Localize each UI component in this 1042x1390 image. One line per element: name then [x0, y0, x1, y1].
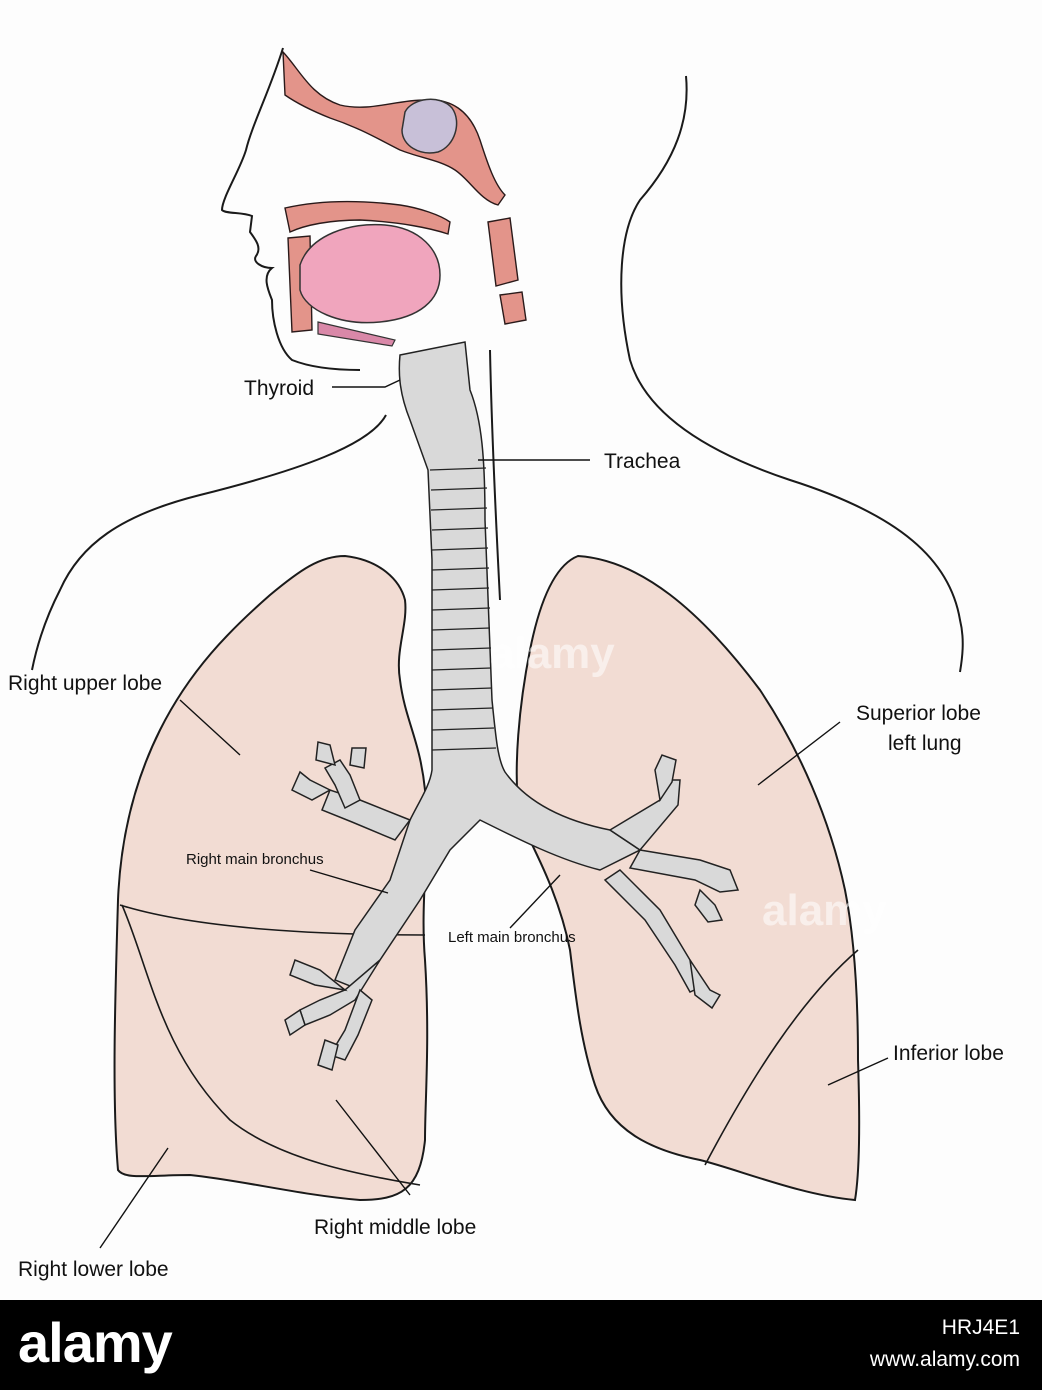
label-inferior-lobe: Inferior lobe [893, 1042, 1004, 1065]
footer-bar: alamy HRJ4E1 www.alamy.com [0, 1300, 1042, 1390]
right-middle-lobe-leader [335, 1099, 411, 1196]
right-upper-lobe-leader [179, 699, 241, 756]
watermarks: alamy alamy [490, 629, 887, 935]
site-url: www.alamy.com [869, 1348, 1020, 1371]
brand-logo: alamy [18, 1311, 173, 1374]
label-left-main-bronchus: Left main bronchus [448, 929, 576, 946]
thyroid-leader [332, 379, 401, 388]
leader-lines [99, 379, 889, 1249]
label-thyroid: Thyroid [244, 377, 314, 400]
label-right-lower-lobe: Right lower lobe [18, 1258, 169, 1281]
superior-lobe-leader [757, 721, 841, 786]
trachea-shape [334, 341, 642, 991]
tracheal-rings [429, 467, 497, 751]
label-right-main-bronchus: Right main bronchus [186, 851, 324, 868]
left-bronchial-tree [603, 754, 740, 1010]
right-lower-lobe-leader [99, 1147, 169, 1249]
hyoid-muscle [317, 321, 396, 347]
watermark-text: alamy [762, 886, 887, 935]
right-main-bronchus-leader [309, 869, 389, 894]
inferior-lobe-leader [827, 1057, 889, 1086]
tongue [299, 223, 441, 324]
right-bronchial-tree [284, 741, 412, 1071]
label-left-lung: left lung [888, 732, 962, 755]
left-main-bronchus-leader [509, 874, 561, 929]
label-superior-lobe: Superior lobe [856, 702, 981, 725]
label-right-middle-lobe: Right middle lobe [314, 1216, 476, 1239]
watermark-text: alamy [490, 629, 615, 678]
body-outline [31, 47, 964, 673]
label-trachea: Trachea [604, 450, 681, 473]
image-id: HRJ4E1 [941, 1316, 1020, 1339]
head-cross-section [282, 50, 527, 347]
labels: Thyroid Trachea Right upper lobe Superio… [8, 377, 1004, 1281]
sinus-cavity [401, 98, 458, 154]
respiratory-diagram: alamy alamy Thyroid Trachea Right upper … [8, 47, 1004, 1281]
right-lung [113, 554, 429, 1202]
label-right-upper-lobe: Right upper lobe [8, 672, 162, 695]
airway [284, 341, 740, 1071]
